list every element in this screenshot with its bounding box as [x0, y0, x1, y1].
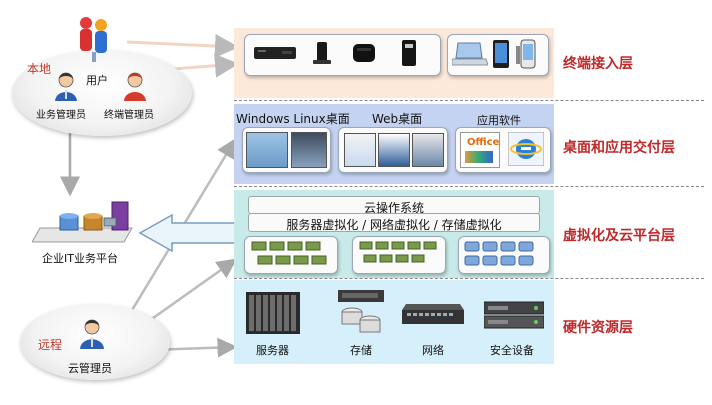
- internet-explorer-icon: [508, 132, 544, 166]
- app-software-label: 应用软件: [477, 114, 521, 127]
- enterprise-platform-icon: [32, 201, 133, 243]
- storage-pool-icon: [464, 241, 534, 266]
- terminal-layer-title: 终端接入层: [563, 56, 633, 72]
- server-rack-icon: [246, 292, 300, 334]
- mini-terminal-icon: [313, 42, 331, 64]
- compute-pool-icon: [251, 241, 327, 265]
- security-label: 安全设备: [490, 344, 534, 357]
- laptop-icon: [452, 42, 488, 66]
- platform-label: 企业IT业务平台: [42, 252, 118, 265]
- thin-client-icon: [254, 47, 296, 59]
- cloud-os-label: 云操作系统: [363, 201, 424, 215]
- terminal-admin-label: 终端管理员: [104, 110, 154, 121]
- web-desktop-label: Web桌面: [372, 112, 423, 126]
- network-switch-icon: [402, 304, 464, 324]
- virtualization-bar: 服务器虚拟化 / 网络虚拟化 / 存储虚拟化: [248, 213, 540, 232]
- tower-terminal-icon: [402, 40, 416, 66]
- web-desktop-thumb-2: [378, 133, 410, 167]
- desktop-layer-title: 桌面和应用交付层: [563, 140, 675, 156]
- web-desktop-thumb-3: [412, 133, 444, 167]
- cloud-admin-label: 云管理员: [68, 362, 112, 375]
- local-label: 本地: [27, 62, 52, 76]
- box-terminal-icon: [353, 44, 375, 62]
- linux-desktop-thumb: [291, 132, 327, 168]
- network-label: 网络: [422, 344, 444, 357]
- business-admin-icon: [55, 72, 77, 101]
- windows-linux-label: Windows Linux桌面: [236, 112, 350, 126]
- security-appliance-icon: [484, 301, 544, 329]
- smartphone-icon: [516, 39, 536, 69]
- divider-1: [234, 100, 704, 101]
- user-label: 用户: [86, 74, 108, 87]
- local-users-ellipse: [12, 50, 192, 136]
- divider-2: [234, 186, 704, 187]
- storage-label: 存储: [350, 344, 372, 357]
- tablet-icon: [493, 40, 509, 68]
- office-text: Office: [467, 137, 500, 148]
- virtualization-label: 服务器虚拟化 / 网络虚拟化 / 存储虚拟化: [286, 218, 502, 232]
- office-icon: Office: [460, 132, 500, 168]
- web-desktop-thumb-1: [344, 133, 376, 167]
- hardware-layer-title: 硬件资源层: [563, 320, 633, 336]
- cloud-admin-icon: [80, 319, 104, 349]
- storage-array-icon: [338, 290, 384, 333]
- cloud-os-bar: 云操作系统: [248, 196, 540, 215]
- business-admin-label: 业务管理员: [36, 110, 86, 121]
- terminal-admin-icon: [124, 72, 146, 101]
- remote-label: 远程: [38, 338, 63, 352]
- user-group-icon: [80, 17, 107, 62]
- virtual-layer-title: 虚拟化及云平台层: [563, 228, 675, 244]
- arrow-users-terminal-1: [126, 34, 239, 59]
- divider-3: [234, 278, 704, 279]
- network-pool-icon: [359, 241, 437, 263]
- arrow-virtual-platform: [138, 213, 236, 253]
- windows-desktop-thumb: [246, 132, 288, 168]
- server-label: 服务器: [256, 344, 289, 357]
